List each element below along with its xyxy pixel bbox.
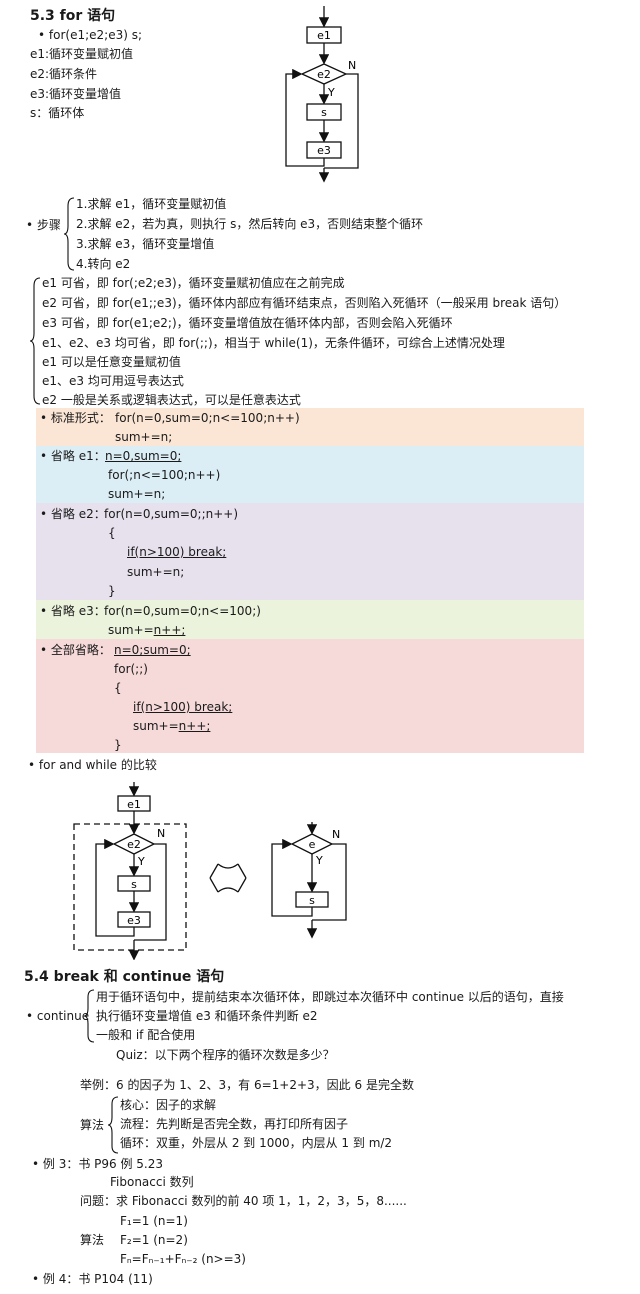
standard-code-1: for(n=0,sum=0;n<=100;n++) — [115, 411, 300, 425]
step-4: 4.转向 e2 — [76, 257, 131, 271]
fibonacci-title: Fibonacci 数列 — [110, 1175, 194, 1189]
step-3: 3.求解 e3，循环变量增值 — [76, 237, 215, 251]
flow1-e3-text: e3 — [317, 144, 331, 157]
omit-all-code-2: for(;;) — [114, 662, 148, 676]
steps-brace — [64, 197, 75, 271]
flow1-s-text: s — [321, 106, 327, 119]
def-e1: e1:循环变量赋初值 — [30, 47, 134, 61]
omit-e2-code-1: for(n=0,sum=0;;n++) — [104, 507, 239, 521]
fibonacci-problem: 问题：求 Fibonacci 数列的前 40 项 1，1，2，3，5，8....… — [80, 1194, 407, 1208]
algo-loop: 循环：双重，外层从 2 到 1000，内层从 1 到 m/2 — [120, 1136, 393, 1150]
omit-e3-code-2: sum+=n++; — [108, 623, 186, 637]
flow2-e3-text: e3 — [127, 914, 141, 927]
equivalence-arrow-icon — [209, 863, 247, 893]
continue-desc-1: 用于循环语句中，提前结束本次循环体，即跳过本次循环中 continue 以后的语… — [96, 990, 564, 1004]
for-dashed-box — [73, 823, 187, 951]
flow3-y-text: Y — [315, 854, 323, 867]
omit-e2-code-3: sum+=n; — [127, 565, 185, 579]
omit-e3-label: • 省略 e3： — [40, 604, 106, 618]
panel-omit-all — [36, 639, 584, 753]
flow3-s-text: s — [309, 894, 315, 907]
fibonacci-algo-label: 算法 — [80, 1233, 105, 1247]
continue-desc-3: 一般和 if 配合使用 — [96, 1028, 196, 1042]
omit-all-open-brace: { — [114, 681, 122, 695]
note-1: e1 可省，即 for(;e2;e3)，循环变量赋初值应在之前完成 — [42, 276, 345, 290]
standard-code-2: sum+=n; — [115, 430, 173, 444]
note-3: e3 可省，即 for(e1;e2;)，循环变量增值放在循环体内部，否则会陷入死… — [42, 316, 453, 330]
note-4: e1、e2、e3 均可省，即 for(;;)，相当于 while(1)，无条件循… — [42, 336, 505, 350]
quiz-text: Quiz：以下两个程序的循环次数是多少？ — [116, 1048, 335, 1062]
omit-all-close-brace: } — [114, 738, 122, 752]
panel-omit-e2 — [36, 503, 584, 600]
omit-all-code-1: n=0;sum=0; — [114, 643, 191, 657]
omit-e3-code-1: for(n=0,sum=0;n<=100;) — [104, 604, 261, 618]
omit-e2-label: • 省略 e2： — [40, 507, 106, 521]
for-flowchart-compare: e1 e2 N Y s e3 — [73, 782, 187, 960]
example-perfect-number: 举例：6 的因子为 1、2、3，有 6=1+2+3，因此 6 是完全数 — [80, 1078, 414, 1092]
continue-brace — [84, 989, 95, 1043]
step-1: 1.求解 e1，循环变量赋初值 — [76, 197, 227, 211]
continue-label: • continue — [26, 1009, 90, 1023]
note-6: e1、e3 均可用逗号表达式 — [42, 374, 184, 388]
flow1-e2-text: e2 — [317, 68, 331, 81]
example-3: • 例 3：书 P96 例 5.23 — [32, 1157, 164, 1171]
algo-brace — [108, 1096, 119, 1154]
syntax-line: • for(e1;e2;e3) s; — [38, 28, 143, 42]
flow2-e1-text: e1 — [127, 798, 141, 811]
def-s: s：循环体 — [30, 106, 85, 120]
omit-e1-code-1: n=0,sum=0; — [105, 449, 182, 463]
flow1-y-text: Y — [327, 86, 335, 99]
example-4: • 例 4：书 P104 (11) — [32, 1272, 153, 1286]
flow2-y-text: Y — [137, 855, 145, 868]
fibonacci-f1: F₁=1 (n=1) — [120, 1214, 188, 1228]
flow2-e2-text: e2 — [127, 838, 141, 851]
fibonacci-f2: F₂=1 (n=2) — [120, 1233, 188, 1247]
note-7: e2 一般是关系或逻辑表达式，可以是任意表达式 — [42, 393, 301, 407]
compare-title: • for and while 的比较 — [28, 758, 157, 772]
omit-e1-label: • 省略 e1： — [40, 449, 106, 463]
panel-standard — [36, 408, 584, 446]
flow2-n-text: N — [157, 827, 165, 840]
fibonacci-fn: Fₙ=Fₙ₋₁+Fₙ₋₂ (n>=3) — [120, 1252, 246, 1266]
algo-core: 核心：因子的求解 — [120, 1098, 217, 1112]
omit-e2-open-brace: { — [108, 526, 116, 540]
flow1-n-text: N — [348, 59, 356, 72]
flow1-e1-text: e1 — [317, 29, 331, 42]
for-flowchart: e1 e2 N Y s e3 — [285, 6, 359, 183]
steps-label: • 步骤 — [26, 218, 61, 232]
flow2-s-text: s — [131, 878, 137, 891]
omit-e2-code-2: if(n>100) break; — [127, 545, 227, 559]
omit-e2-close-brace: } — [108, 584, 116, 598]
omit-all-label: • 全部省略： — [40, 643, 111, 657]
while-flowchart: e N Y s — [271, 822, 347, 939]
standard-label: • 标准形式： — [40, 411, 111, 425]
omit-all-code-4: sum+=n++; — [133, 719, 211, 733]
omit-e1-code-3: sum+=n; — [108, 487, 166, 501]
step-2: 2.求解 e2，若为真，则执行 s，然后转向 e3，否则结束整个循环 — [76, 217, 424, 231]
section-title-5-3: 5.3 for 语句 — [30, 8, 116, 24]
panel-omit-e1 — [36, 446, 584, 503]
notes-brace — [30, 277, 41, 405]
omit-all-code-3: if(n>100) break; — [133, 700, 233, 714]
flow3-n-text: N — [332, 828, 340, 841]
continue-desc-2: 执行循环变量增值 e3 和循环条件判断 e2 — [96, 1009, 318, 1023]
section-title-5-4: 5.4 break 和 continue 语句 — [24, 969, 225, 985]
note-5: e1 可以是任意变量赋初值 — [42, 355, 181, 369]
algo-label: 算法 — [80, 1118, 105, 1132]
note-2: e2 可省，即 for(e1;;e3)，循环体内部应有循环结束点，否则陷入死循环… — [42, 296, 567, 310]
algo-flow: 流程：先判断是否完全数，再打印所有因子 — [120, 1117, 349, 1131]
flow3-e-text: e — [309, 838, 316, 851]
def-e2: e2:循环条件 — [30, 67, 98, 81]
omit-e1-code-2: for(;n<=100;n++) — [108, 468, 221, 482]
def-e3: e3:循环变量增值 — [30, 87, 122, 101]
panel-omit-e3 — [36, 600, 584, 639]
